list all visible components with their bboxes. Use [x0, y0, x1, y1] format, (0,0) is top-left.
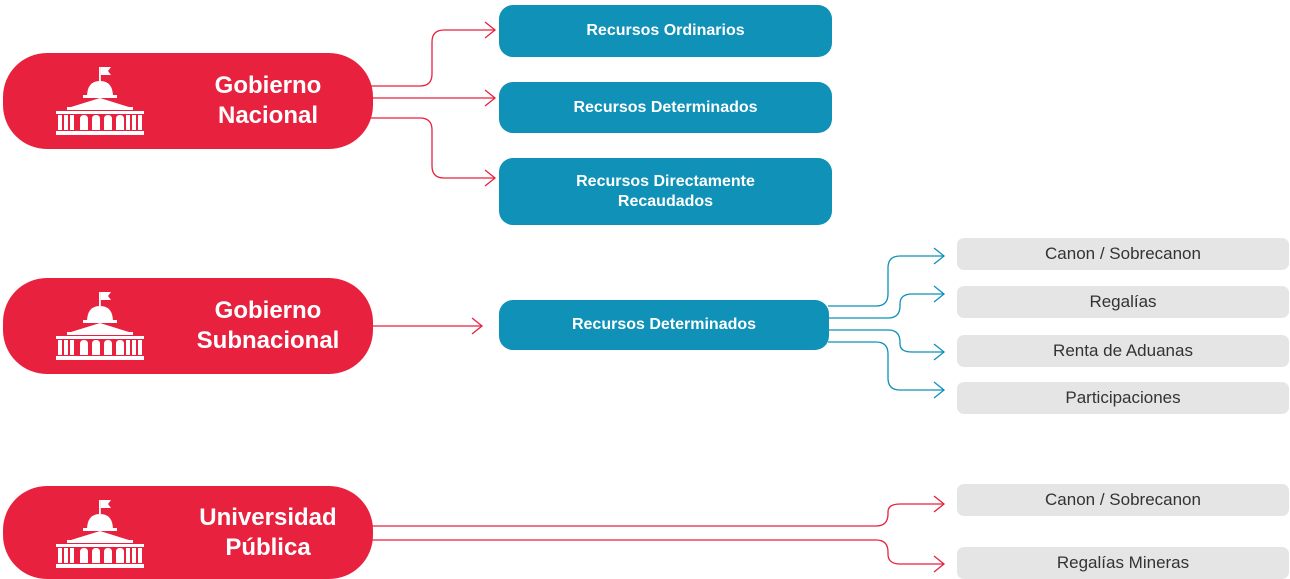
- connector-to-participaciones: [828, 341, 944, 391]
- source-label: Canon / Sobrecanon: [1045, 244, 1201, 263]
- arrowhead: [484, 21, 497, 39]
- source-label: Regalías: [1089, 292, 1157, 311]
- source-label: Participaciones: [1065, 388, 1181, 407]
- source-regalias: Regalías: [957, 286, 1289, 318]
- connector-to-regalias-mineras: [370, 539, 944, 565]
- entity-title-line1: Gobierno: [214, 72, 322, 99]
- connector-to-recursos-ordinarios: [370, 29, 495, 87]
- entity-universidad-publica: Universidad Pública: [3, 486, 373, 579]
- arrowhead: [933, 495, 946, 513]
- arrowhead: [933, 343, 946, 361]
- source-renta-de-aduanas: Renta de Aduanas: [957, 335, 1289, 367]
- source-label: Renta de Aduanas: [1053, 341, 1193, 360]
- arrowhead: [933, 247, 946, 265]
- resource-label: Recursos Determinados: [571, 316, 757, 333]
- source-regalias-mineras: Regalías Mineras: [957, 547, 1289, 579]
- arrowhead: [933, 285, 946, 303]
- entity-gobierno-subnacional: Gobierno Subnacional: [3, 278, 373, 374]
- connector-to-regalias: [828, 293, 944, 319]
- entity-title-line1: Universidad: [199, 503, 337, 531]
- resource-recursos-determinados: Recursos Determinados: [499, 82, 832, 133]
- government-building-icon: [56, 67, 144, 135]
- entity-title-line1: Gobierno: [214, 297, 322, 324]
- entity-gobierno-nacional: Gobierno Nacional: [3, 53, 373, 149]
- nacional-connectors: [370, 21, 497, 187]
- subnacional-connector: [370, 317, 484, 335]
- entity-title-line2: Nacional: [217, 102, 319, 129]
- resource-label-line1: Recursos Ordinarios: [586, 22, 745, 39]
- source-label: Canon / Sobrecanon: [1045, 490, 1201, 509]
- source-canon-sobrecanon-universidad: Canon / Sobrecanon: [957, 484, 1289, 516]
- source-canon-sobrecanon: Canon / Sobrecanon: [957, 238, 1289, 270]
- resource-label-line1: Recursos Directamente: [576, 172, 755, 190]
- resource-recursos-ordinarios: Recursos Ordinarios: [499, 5, 832, 57]
- arrowhead: [484, 169, 497, 187]
- resource-recursos-directamente-recaudados: Recursos Directamente Recaudados: [499, 158, 832, 225]
- entity-title: Gobierno Subnacional: [163, 278, 373, 374]
- arrowhead: [933, 381, 946, 399]
- resource-label-line1: Recursos Determinados: [573, 98, 758, 116]
- arrowhead: [933, 555, 946, 573]
- source-participaciones: Participaciones: [957, 382, 1289, 414]
- source-label: Regalías Mineras: [1056, 553, 1190, 572]
- connector-to-canon: [828, 255, 944, 307]
- resource-recursos-determinados-subnacional: Recursos Determinados: [499, 300, 829, 350]
- entity-title: Gobierno Nacional: [163, 53, 373, 149]
- connector-to-recursos-directamente: [370, 117, 495, 179]
- entity-title-line2: Subnacional: [196, 327, 340, 354]
- connector-to-canon-univ: [370, 503, 944, 527]
- arrowhead: [471, 317, 484, 335]
- government-building-icon: [56, 292, 144, 360]
- entity-title: Universidad Pública: [163, 486, 373, 579]
- subnacional-source-connectors: [828, 247, 946, 399]
- universidad-connectors: [370, 495, 946, 573]
- entity-title-line2: Pública: [225, 533, 311, 561]
- arrowhead: [484, 89, 497, 107]
- connector-to-renta-aduanas: [828, 329, 944, 353]
- government-building-icon: [56, 500, 144, 568]
- resource-label-line2: Recaudados: [617, 192, 714, 210]
